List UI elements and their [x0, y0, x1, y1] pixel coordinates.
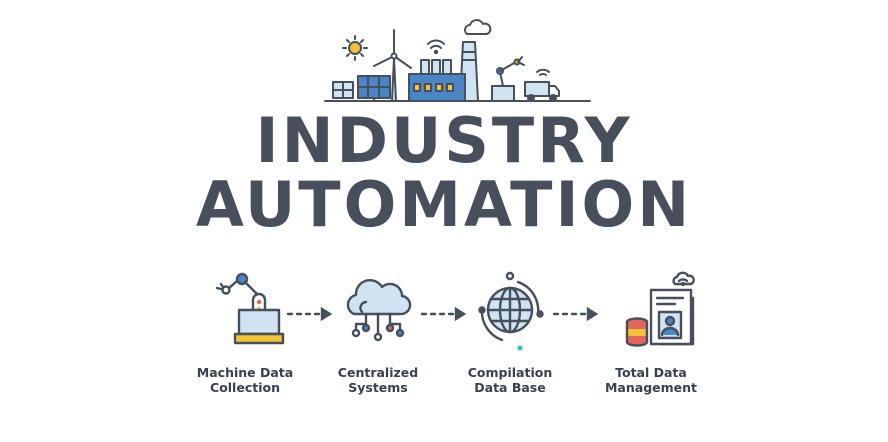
wifi-icon — [427, 39, 445, 55]
robot-arm-icon — [215, 272, 285, 345]
globe-icon — [478, 271, 544, 351]
step-label: Centralized Systems — [337, 365, 419, 395]
truck-icon — [524, 81, 560, 102]
robot-arm-icon — [491, 56, 525, 102]
step-compilation-data-base: Compilation Data Base — [430, 268, 590, 408]
step-centralized-systems: Centralized Systems — [298, 268, 458, 408]
flow-arrow — [420, 306, 467, 322]
solar-panels-icon — [332, 75, 391, 101]
title-line-1: INDUSTRY — [255, 104, 633, 177]
factory-icon — [408, 41, 479, 102]
sun-icon — [342, 35, 368, 61]
step-label: Machine Data Collection — [196, 365, 294, 395]
wind-turbine-icon — [373, 29, 412, 102]
data-document-icon — [625, 271, 695, 347]
step-label: Compilation Data Base — [467, 365, 553, 395]
title-line-2: AUTOMATION — [195, 168, 693, 241]
flow-arrow — [286, 306, 333, 322]
industrial-skyline-illustration — [324, 19, 591, 102]
cloud-icon — [464, 19, 492, 35]
flow-arrow — [552, 306, 599, 322]
wifi-small-icon — [536, 68, 550, 76]
step-machine-data-collection: Machine Data Collection — [165, 268, 325, 408]
step-label: Total Data Management — [604, 365, 697, 395]
step-total-data-management: Total Data Management — [571, 268, 731, 408]
cloud-network-icon — [346, 279, 412, 342]
